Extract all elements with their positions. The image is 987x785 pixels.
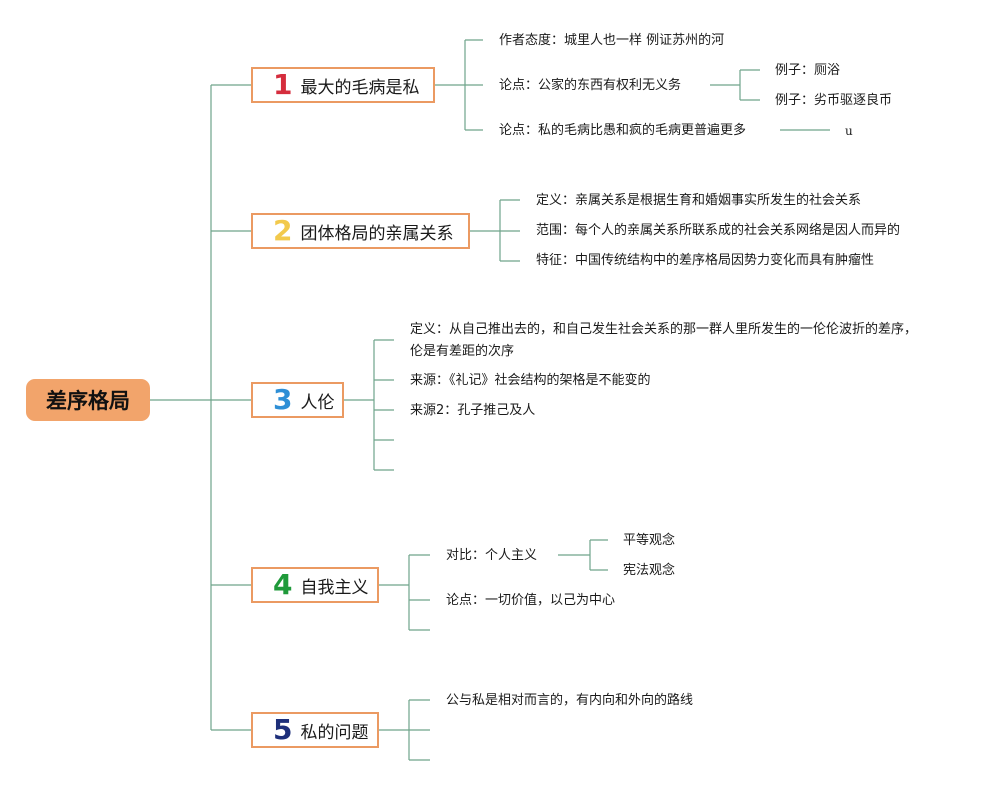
topic-2-number: 2: [273, 214, 293, 247]
topic-1-label: 最大的毛病是私: [300, 77, 420, 98]
t1-sub-bracket: [710, 69, 760, 101]
t1-bracket: [435, 39, 483, 131]
topic-5-node[interactable]: 5 私的问题: [251, 712, 379, 748]
topic-1-item-1[interactable]: 作者态度：城里人也一样 例证苏州的河: [499, 33, 725, 48]
topic-4-label: 自我主义: [300, 577, 369, 598]
topic-3-item-1[interactable]: 定义：从自己推出去的，和自己发生社会关系的那一群人里所发生的一伦伦波折的差序，伦…: [410, 322, 918, 359]
topic-1-node[interactable]: 1 最大的毛病是私: [251, 67, 435, 103]
topic-4-node[interactable]: 4 自我主义: [251, 567, 379, 603]
topic-3-label: 人伦: [300, 392, 335, 413]
topic-1-item-2[interactable]: 论点：公家的东西有权利无义务: [499, 78, 682, 93]
t4-bracket: [379, 554, 430, 631]
root-label: 差序格局: [46, 389, 130, 413]
t2-bracket: [470, 199, 520, 262]
topic-4-item-1[interactable]: 对比：个人主义: [446, 548, 538, 563]
topic-2-item-1[interactable]: 定义：亲属关系是根据生育和婚姻事实所发生的社会关系: [536, 193, 862, 208]
topic-3-item-2[interactable]: 来源：《礼记》社会结构的架格是不能变的: [410, 373, 651, 388]
topic-1-item-2-sub-1[interactable]: 例子：厕浴: [775, 63, 841, 78]
t5-bracket: [379, 699, 430, 761]
topic-1-item-3[interactable]: 论点：私的毛病比愚和疯的毛病更普遍更多: [499, 123, 747, 138]
topic-4-item-1-sub-2[interactable]: 宪法观念: [623, 563, 676, 578]
topic-1-item-2-sub-2[interactable]: 例子：劣币驱逐良币: [775, 93, 893, 108]
t3-bracket: [344, 339, 394, 471]
topic-4-item-2[interactable]: 论点：一切价值，以己为中心: [446, 593, 616, 608]
topic-5-item-1[interactable]: 公与私是相对而言的，有内向和外向的路线: [446, 693, 694, 708]
topic-4-item-1-sub-1[interactable]: 平等观念: [623, 533, 676, 548]
root-node[interactable]: 差序格局: [26, 379, 150, 421]
topic-2-node[interactable]: 2 团体格局的亲属关系: [251, 213, 470, 249]
topic-3-number: 3: [273, 383, 293, 416]
topic-3-node[interactable]: 3 人伦: [251, 382, 344, 418]
topic-2-label: 团体格局的亲属关系: [300, 223, 454, 244]
t4-sub-bracket: [558, 539, 608, 571]
topic-2-item-2[interactable]: 范围：每个人的亲属关系所联系成的社会关系网络是因人而异的: [536, 223, 901, 238]
topic-4-number: 4: [273, 568, 293, 601]
topic-1-number: 1: [273, 68, 293, 101]
topic-1-item-3-sub-1[interactable]: u: [845, 124, 853, 138]
topic-3-item-3[interactable]: 来源2：孔子推己及人: [410, 403, 536, 418]
topic-5-number: 5: [273, 713, 293, 746]
topic-2-item-3[interactable]: 特征：中国传统结构中的差序格局因势力变化而具有肿瘤性: [536, 253, 875, 268]
topic-5-label: 私的问题: [300, 722, 369, 743]
